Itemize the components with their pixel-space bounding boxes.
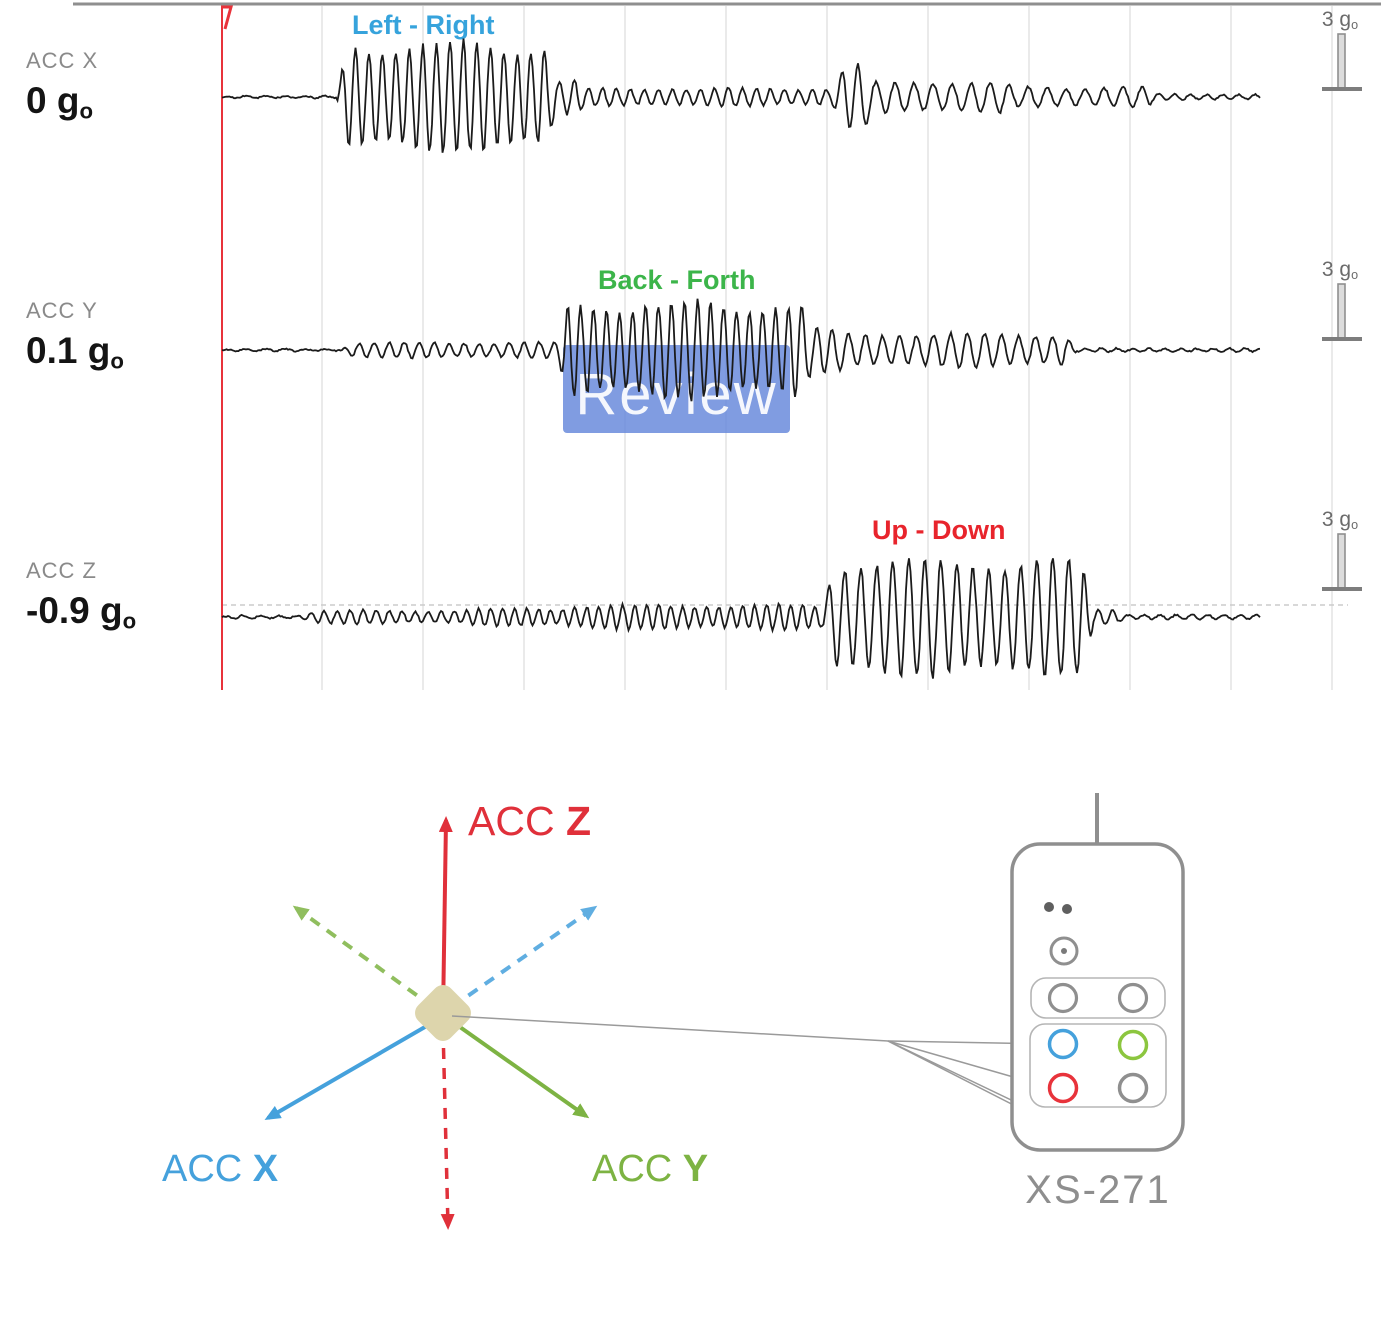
channel-name: ACC Z	[26, 558, 97, 583]
channel-value: 0 go	[26, 80, 94, 124]
scale-marker-acc-x: 3 go	[1310, 8, 1370, 103]
review-button[interactable]: Review	[563, 345, 790, 433]
recording-start-marker-icon	[221, 5, 233, 30]
device-model-label: XS-271	[1025, 1168, 1171, 1212]
device-body	[1010, 842, 1185, 1152]
device-led-icon	[1062, 904, 1072, 914]
motion-label-back-forth: Back - Forth	[598, 265, 756, 295]
scale-label: 3 go	[1321, 508, 1359, 533]
acc-z-axis-label: ACC Z	[468, 798, 592, 844]
acc-x-axis-label: ACC X	[162, 1148, 279, 1190]
acc-x-negative-axis-arrow	[450, 905, 598, 1009]
scale-bar-icon	[1322, 533, 1362, 592]
motion-label-up-down: Up - Down	[872, 515, 1006, 545]
acc-y-axis-arrow	[448, 1018, 590, 1119]
scale-marker-acc-z: 3 go	[1310, 508, 1370, 603]
channel-block-acc-x: ACC X 0 go	[26, 48, 98, 125]
channel-value: -0.9 go	[26, 590, 137, 634]
device-power-button-dot-icon	[1061, 948, 1067, 954]
scale-marker-acc-y: 3 go	[1310, 258, 1370, 353]
port-top-right[interactable]	[1117, 982, 1149, 1014]
scale-bar-icon	[1322, 33, 1362, 92]
channel-name: ACC X	[26, 48, 99, 73]
acc-z-negative-axis-arrow	[440, 1027, 455, 1230]
scale-label: 3 go	[1321, 8, 1359, 33]
scale-bar-icon	[1322, 283, 1362, 342]
vertical-gridlines	[321, 6, 1333, 690]
port-group-top	[1030, 977, 1166, 1019]
channel-name: ACC Y	[26, 298, 98, 323]
port-top-left[interactable]	[1047, 982, 1079, 1014]
acc-z-axis-arrow	[438, 816, 453, 1016]
channel-block-acc-y: ACC Y 0.1 go	[26, 298, 124, 375]
acc-x-axis-arrow	[264, 1018, 439, 1121]
port-acc-z[interactable]	[1047, 1072, 1079, 1104]
scale-label: 3 go	[1321, 258, 1359, 283]
port-acc-x[interactable]	[1047, 1028, 1079, 1060]
port-group-bottom	[1029, 1023, 1167, 1108]
channel-block-acc-z: ACC Z -0.9 go	[26, 558, 136, 635]
channel-value: 0.1 go	[26, 330, 124, 374]
diagram-canvas	[264, 793, 1185, 1230]
sensor-axes-diagram: ACC Z ACC X ACC Y XS-271	[0, 760, 1381, 1333]
acceleration-chart-panel: ACC X 0 go ACC Y 0.1 go ACC Z -0.9 go Le…	[26, 2, 1381, 690]
acc-y-negative-axis-arrow	[292, 905, 435, 1009]
review-button-label: Review	[575, 361, 778, 427]
port-unused[interactable]	[1117, 1072, 1149, 1104]
motion-label-left-right: Left - Right	[352, 10, 495, 40]
port-acc-y[interactable]	[1117, 1029, 1149, 1061]
device-led-icon	[1044, 902, 1054, 912]
sensor-node	[415, 985, 471, 1041]
acc-y-axis-label: ACC Y	[592, 1148, 709, 1190]
interface-device	[1010, 793, 1185, 1152]
